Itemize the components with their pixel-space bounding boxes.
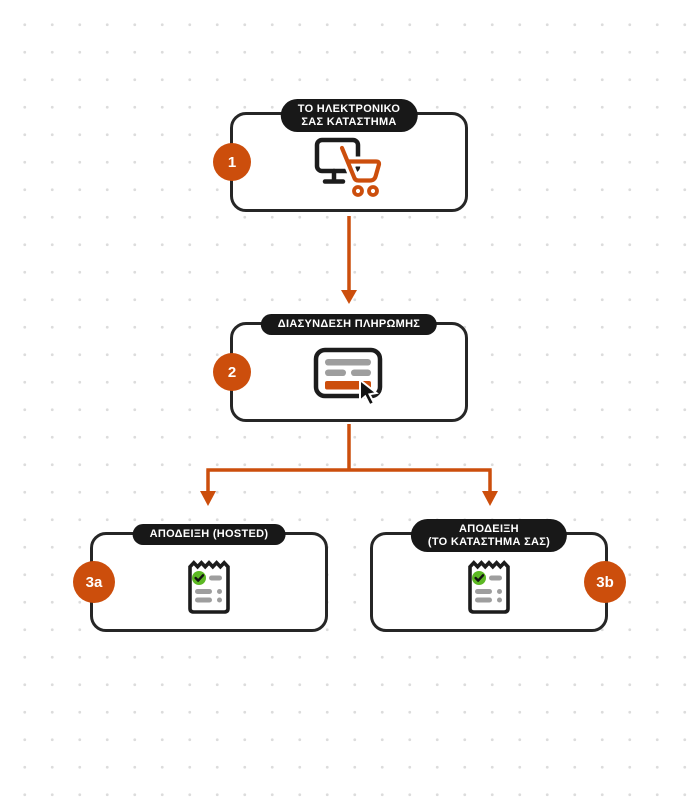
- step-badge: 1: [213, 143, 251, 181]
- node-label-line: ΣΑΣ ΚΑΤΑΣΤΗΜΑ: [301, 115, 397, 128]
- node-receipt-your-store: ΑΠΟΔΕΙΞΗ (ΤΟ ΚΑΤΑΣΤΗΜΑ ΣΑΣ) 3b: [370, 519, 626, 632]
- node-label-line: ΤΟ ΗΛΕΚΤΡΟΝΙΚΟ: [297, 103, 401, 115]
- receipt-outline: [468, 560, 510, 614]
- node-label-line: ΑΠΟΔΕΙΞΗ (HOSTED): [149, 528, 269, 540]
- connector-payment-branch: [206, 424, 492, 492]
- step-badge: 2: [213, 353, 251, 391]
- node-online-store: ΤΟ ΗΛΕΚΤΡΟΝΙΚΟ ΣΑΣ ΚΑΤΑΣΤΗΜΑ 1: [213, 99, 468, 212]
- cart-icon: [339, 145, 382, 183]
- receipt-text-bar: [195, 597, 212, 603]
- node-label-pill: ΔΙΑΣΥΝΔΕΣΗ ΠΛΗΡΩΜΗΣ: [260, 314, 438, 335]
- receipt-text-bar: [497, 597, 502, 603]
- form-field-bar: [351, 369, 371, 376]
- form-field-bar: [325, 359, 371, 366]
- monitor-shopping-cart-icon: [312, 136, 386, 198]
- receipt-text-bar: [209, 575, 222, 581]
- node-label-line: ΔΙΑΣΥΝΔΕΣΗ ΠΛΗΡΩΜΗΣ: [277, 318, 421, 330]
- step-badge: 3a: [73, 561, 115, 603]
- receipt-text-bar: [475, 597, 492, 603]
- cart-wheel: [367, 185, 379, 197]
- step-badge: 3b: [584, 561, 626, 603]
- receipt-text-bar: [497, 589, 502, 594]
- check-mark: [194, 574, 205, 582]
- cursor-icon: [359, 377, 379, 407]
- receipt-check-icon: [184, 558, 234, 616]
- arrowhead-down-icon: [341, 290, 357, 304]
- arrowhead-down-icon: [482, 491, 498, 506]
- node-payment-link: ΔΙΑΣΥΝΔΕΣΗ ΠΛΗΡΩΜΗΣ 2: [213, 314, 468, 422]
- receipt-text-bar: [195, 589, 212, 594]
- arrowhead-down-icon: [200, 491, 216, 506]
- receipt-text-bar: [217, 589, 222, 594]
- node-label-line: ΑΠΟΔΕΙΞΗ: [459, 523, 519, 535]
- node-receipt-hosted: ΑΠΟΔΕΙΞΗ (HOSTED) 3a: [73, 524, 328, 632]
- receipt-outline: [188, 560, 230, 614]
- receipt-text-bar: [489, 575, 502, 581]
- receipt-text-bar: [217, 597, 222, 603]
- cart-wheel: [352, 185, 364, 197]
- check-mark: [474, 574, 485, 582]
- node-label-line: (ΤΟ ΚΑΤΑΣΤΗΜΑ ΣΑΣ): [427, 535, 551, 548]
- node-label-pill: ΤΟ ΗΛΕΚΤΡΟΝΙΚΟ ΣΑΣ ΚΑΤΑΣΤΗΜΑ: [280, 99, 418, 132]
- node-label-pill: ΑΠΟΔΕΙΞΗ (ΤΟ ΚΑΤΑΣΤΗΜΑ ΣΑΣ): [410, 519, 568, 552]
- receipt-check-icon: [464, 558, 514, 616]
- receipt-text-bar: [475, 589, 492, 594]
- payment-form-cursor-icon: [313, 347, 385, 407]
- node-label-pill: ΑΠΟΔΕΙΞΗ (HOSTED): [132, 524, 286, 545]
- form-field-bar: [325, 369, 346, 376]
